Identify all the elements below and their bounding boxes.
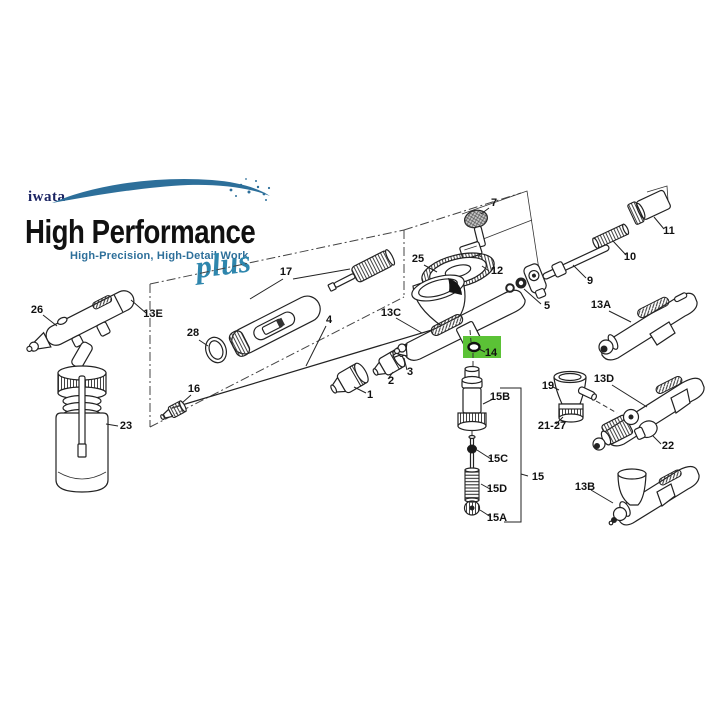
part-label-15[interactable]: 15 — [532, 471, 544, 483]
part-10-spring — [592, 223, 630, 249]
part-13E-airbrush-body — [26, 290, 135, 352]
part-13D-body-shell — [592, 375, 705, 451]
part-label-15C[interactable]: 15C — [488, 453, 508, 465]
logo-swoosh — [52, 178, 270, 203]
part-17-handle-assembly — [228, 249, 396, 357]
part-label-22[interactable]: 22 — [662, 440, 674, 452]
part-15-valve-assembly — [457, 365, 529, 523]
part-label-12[interactable]: 12 — [491, 265, 503, 277]
part-label-28[interactable]: 28 — [187, 327, 199, 339]
part-label-23[interactable]: 23 — [120, 420, 132, 432]
logo-plus: plus — [190, 242, 252, 285]
brand-name: iwata — [28, 189, 66, 205]
gravity-cup — [411, 274, 466, 328]
part-13B-body-shell — [608, 465, 700, 526]
part-26-button — [57, 316, 68, 326]
part-label-16[interactable]: 16 — [188, 383, 200, 395]
part-label-5[interactable]: 5 — [544, 300, 550, 312]
part-main-body-13C — [393, 209, 526, 361]
part-label-26[interactable]: 26 — [31, 304, 43, 316]
part-5-packing-set — [505, 263, 547, 299]
part-label-13C[interactable]: 13C — [381, 307, 401, 319]
logo-tagline: High-Precision, High-Detail Work — [70, 250, 249, 262]
part-label-21-27[interactable]: 21-27 — [538, 420, 566, 432]
part-21-27-cup-base — [558, 403, 584, 423]
part-label-15D[interactable]: 15D — [487, 483, 507, 495]
needle-chuck-piece — [327, 249, 396, 292]
brand-logo: iwata High Performance High-Precision, H… — [25, 178, 271, 285]
logo-title: High Performance — [25, 214, 255, 251]
part-label-14[interactable]: 14 — [485, 347, 498, 359]
part-16-nozzle-piece — [160, 400, 187, 421]
part-label-1[interactable]: 1 — [367, 389, 373, 401]
part-label-17[interactable]: 17 — [280, 266, 292, 278]
part-28-o-ring — [205, 336, 227, 364]
part-15C-valve-piston — [467, 434, 477, 470]
part-label-13B[interactable]: 13B — [575, 481, 595, 493]
part-label-7[interactable]: 7 — [491, 197, 497, 209]
part-label-4[interactable]: 4 — [326, 314, 333, 326]
part-23-bottle — [55, 341, 109, 493]
part-label-13A[interactable]: 13A — [591, 299, 611, 311]
part-11-spring-guide — [627, 189, 671, 225]
highlighted-part-14[interactable] — [463, 329, 501, 368]
part-label-9[interactable]: 9 — [587, 275, 593, 287]
part-2-nozzle-cap — [372, 349, 406, 376]
part-label-13D[interactable]: 13D — [594, 373, 614, 385]
part-label-10[interactable]: 10 — [624, 251, 636, 263]
part-9-needle-chucking-guide — [542, 244, 610, 280]
part-1-needle-cap — [330, 362, 369, 394]
part-15B-valve-body — [457, 365, 487, 432]
part-label-3[interactable]: 3 — [407, 366, 413, 378]
part-15D-valve-spring — [464, 467, 480, 503]
part-label-11[interactable]: 11 — [663, 225, 675, 237]
part-label-15B[interactable]: 15B — [490, 391, 510, 403]
part-label-13E[interactable]: 13E — [143, 308, 163, 320]
part-label-15A[interactable]: 15A — [487, 512, 507, 524]
part-13A-handle-shell — [598, 292, 698, 361]
logo-speckles — [229, 178, 271, 201]
part-label-25[interactable]: 25 — [412, 253, 424, 265]
part-label-2[interactable]: 2 — [388, 375, 394, 387]
part-19-side-cup — [553, 370, 598, 423]
part-label-19[interactable]: 19 — [542, 380, 554, 392]
construction-lines — [149, 185, 669, 428]
bracket-15 — [500, 387, 522, 523]
part-15A-adjust-screw — [463, 500, 481, 516]
part-22-knob — [633, 420, 658, 440]
leader-lines — [42, 207, 665, 518]
